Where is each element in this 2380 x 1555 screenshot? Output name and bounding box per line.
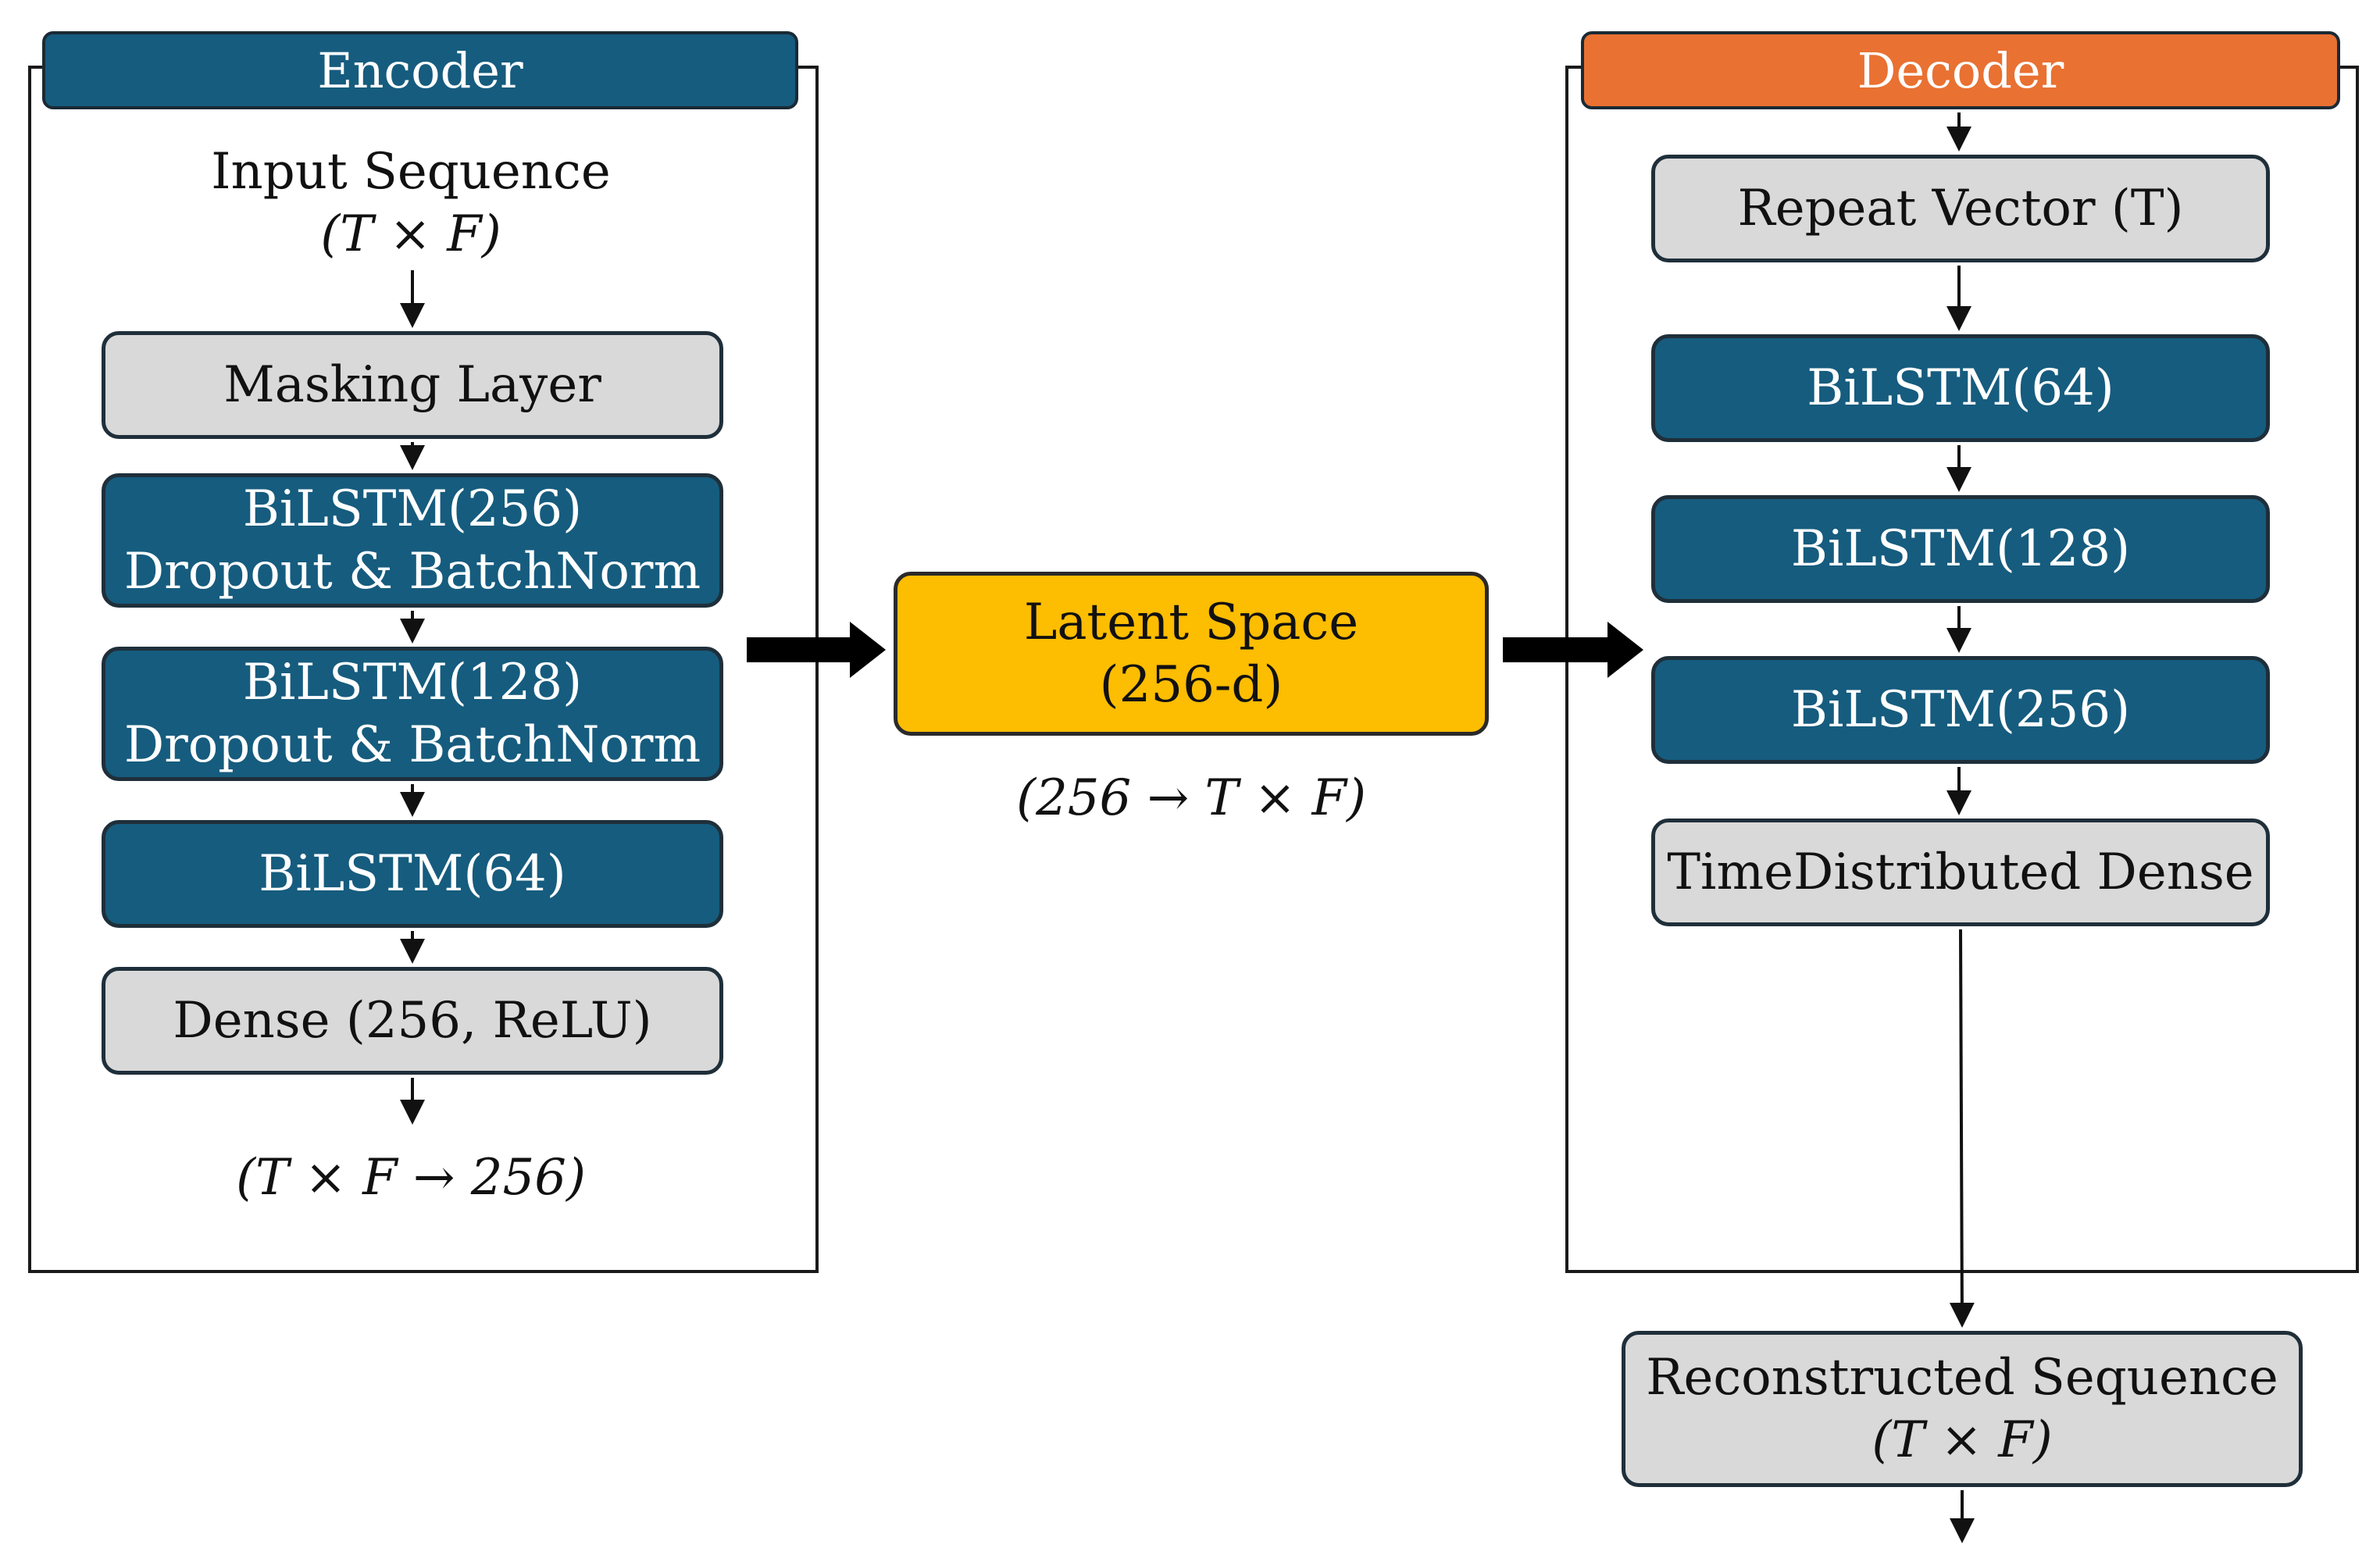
input-sequence-title: Input Sequence (211, 143, 611, 201)
layer-label: BiLSTM(128) (242, 654, 583, 712)
layer-label: BiLSTM(128) (1790, 520, 2131, 578)
decoder-header: Decoder (1581, 31, 2340, 109)
input-sequence-shape: (T × F) (320, 205, 501, 263)
layer-label: BiLSTM(256) (242, 480, 583, 538)
reconstructed-sequence-node: Reconstructed Sequence (T × F) (1622, 1331, 2303, 1487)
encoder-bilstm-128: BiLSTM(128) Dropout & BatchNorm (102, 647, 723, 781)
latent-title: Latent Space (1023, 594, 1359, 651)
decoder-bilstm-256: BiLSTM(256) (1651, 656, 2270, 764)
layer-label: BiLSTM(256) (1790, 681, 2131, 739)
encoder-output-label: (T × F → 256) (98, 1147, 723, 1209)
latent-space-node: Latent Space (256-d) (894, 572, 1489, 736)
encoder-bilstm-64: BiLSTM(64) (102, 820, 723, 928)
layer-label: BiLSTM(64) (1807, 359, 2114, 417)
encoder-dense-layer: Dense (256, ReLU) (102, 967, 723, 1075)
latent-caption: (256 → T × F) (879, 767, 1504, 829)
output-shape: (T × F) (1872, 1411, 2053, 1469)
layer-sublabel: Dropout & BatchNorm (123, 543, 701, 601)
arrow-latent-to-decoder (1503, 622, 1643, 678)
arrow-dense-to-reconstructed (1949, 929, 1975, 1328)
encoder-title: Encoder (317, 41, 523, 99)
latent-dim: (256-d) (1099, 656, 1283, 714)
layer-label: BiLSTM(64) (259, 845, 566, 903)
layer-label: TimeDistributed Dense (1667, 843, 2254, 901)
output-title: Reconstructed Sequence (1646, 1349, 2278, 1407)
encoder-bilstm-256: BiLSTM(256) Dropout & BatchNorm (102, 473, 723, 608)
decoder-bilstm-128: BiLSTM(128) (1651, 495, 2270, 603)
encoder-header: Encoder (42, 31, 798, 109)
decoder-bilstm-64: BiLSTM(64) (1651, 334, 2270, 442)
input-sequence-label: Input Sequence (T × F) (98, 141, 723, 266)
decoder-timedistributed-dense: TimeDistributed Dense (1651, 819, 2270, 926)
layer-label: Masking Layer (223, 356, 601, 414)
layer-label: Dense (256, ReLU) (173, 992, 652, 1050)
decoder-repeat-vector: Repeat Vector (T) (1651, 155, 2270, 262)
decoder-title: Decoder (1857, 41, 2064, 99)
latent-caption-text: (256 → T × F) (1016, 769, 1366, 827)
arrow-encoder-to-latent (747, 622, 886, 678)
encoder-masking-layer: Masking Layer (102, 331, 723, 439)
layer-sublabel: Dropout & BatchNorm (123, 716, 701, 774)
encoder-output-text: (T × F → 256) (236, 1149, 586, 1207)
layer-label: Repeat Vector (T) (1737, 180, 2184, 237)
